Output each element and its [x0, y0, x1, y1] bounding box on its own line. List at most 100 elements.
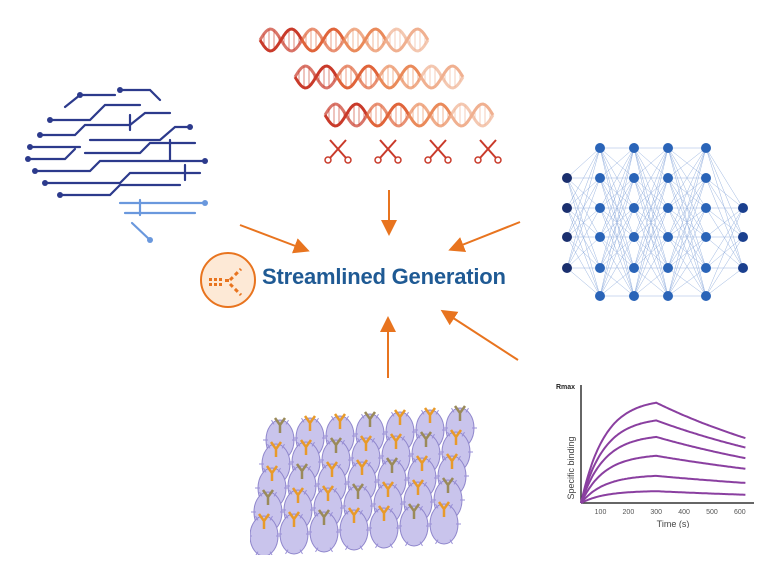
- network-node: [738, 203, 748, 213]
- network-edge: [667, 147, 707, 179]
- network-edge: [705, 236, 744, 297]
- network-edge: [566, 177, 601, 269]
- cell-antibody-icon: [250, 405, 477, 555]
- antibody-icon: [299, 439, 313, 455]
- network-node: [701, 291, 711, 301]
- network-edge: [705, 207, 744, 269]
- network-edge: [599, 147, 635, 297]
- network-edge: [566, 147, 601, 269]
- antibody-icon: [445, 453, 459, 469]
- x-tick-label: 200: [623, 509, 635, 516]
- network-edge: [705, 177, 744, 238]
- antibody-icon: [291, 487, 305, 503]
- page-title: Streamlined Generation: [262, 264, 506, 289]
- network-node: [629, 143, 639, 153]
- network-node: [701, 173, 711, 183]
- antibody-icon: [415, 455, 429, 471]
- network-edge: [633, 147, 669, 297]
- brain-circuit-icon: [25, 87, 208, 243]
- network-edge: [705, 267, 744, 297]
- network-node: [738, 263, 748, 273]
- antibody-icon: [363, 411, 377, 427]
- network-edge: [599, 267, 635, 297]
- dna-strand: [419, 64, 465, 90]
- dna-strand: [449, 102, 495, 128]
- network-edge: [566, 147, 601, 179]
- network-edge: [667, 207, 707, 297]
- binding-curve-c1: [580, 401, 746, 504]
- dna-strand: [323, 102, 369, 128]
- network-node: [663, 291, 673, 301]
- network-node: [562, 173, 572, 183]
- network-node: [663, 203, 673, 213]
- network-edge: [667, 267, 707, 297]
- antibody-icon: [317, 509, 331, 525]
- antibody-icon: [381, 481, 395, 497]
- antibody-icon: [295, 463, 309, 479]
- network-edge: [667, 147, 707, 209]
- network-node: [595, 203, 605, 213]
- network-edge: [705, 177, 744, 209]
- network-edge: [566, 207, 601, 297]
- antibody-icon: [273, 417, 287, 433]
- x-tick-label: 400: [678, 509, 690, 516]
- antibody-icon: [423, 407, 437, 423]
- network-node: [595, 232, 605, 242]
- network-edge: [566, 236, 601, 269]
- antibody-icon: [411, 479, 425, 495]
- network-node: [595, 263, 605, 273]
- network-node: [629, 263, 639, 273]
- antibody-icon: [377, 505, 391, 521]
- network-node: [663, 263, 673, 273]
- antibody-icon: [453, 405, 467, 421]
- antibody-icon: [385, 457, 399, 473]
- network-node: [738, 232, 748, 242]
- network-edge: [566, 147, 601, 238]
- neural-network-icon: [562, 143, 748, 301]
- scissors-icon: [424, 139, 452, 164]
- network-edge: [599, 147, 635, 269]
- antibody-icon: [333, 413, 347, 429]
- binding-curve-c6: [580, 490, 746, 504]
- network-edge: [667, 177, 707, 297]
- network-node: [701, 203, 711, 213]
- antibody-icon: [359, 435, 373, 451]
- network-edge: [667, 147, 707, 269]
- dna-strand: [342, 27, 388, 53]
- network-edge: [599, 236, 635, 297]
- dna-strand: [293, 64, 339, 90]
- network-node: [701, 232, 711, 242]
- antibody-icon: [389, 433, 403, 449]
- network-node: [562, 263, 572, 273]
- network-edge: [599, 147, 635, 179]
- binding-curve-c4: [580, 454, 746, 504]
- network-edge: [633, 236, 669, 297]
- network-node: [629, 173, 639, 183]
- dna-strand: [384, 27, 430, 53]
- dna-strand: [335, 64, 381, 90]
- antibody-icon: [419, 431, 433, 447]
- arrow-from-network: [448, 221, 521, 253]
- dna-strand: [377, 64, 423, 90]
- network-edge: [705, 147, 744, 209]
- x-tick-label: 100: [595, 509, 607, 516]
- antibody-icon: [437, 501, 451, 517]
- y-axis-label: Specific binding: [566, 436, 576, 499]
- network-edge: [633, 207, 669, 297]
- antibody-icon: [351, 483, 365, 499]
- network-edge: [633, 207, 669, 269]
- network-node: [629, 232, 639, 242]
- antibody-icon: [355, 459, 369, 475]
- network-edge: [566, 207, 601, 269]
- dna-strand: [258, 27, 304, 53]
- antibody-icon: [325, 461, 339, 477]
- x-tick-label: 500: [706, 509, 718, 516]
- hub-antibody-icon: [200, 252, 256, 308]
- antibody-icon: [407, 503, 421, 519]
- arrow-from-chart: [440, 309, 519, 361]
- network-edge: [566, 147, 601, 209]
- ymax-label: Rmax: [556, 384, 575, 391]
- antibody-icon: [269, 441, 283, 457]
